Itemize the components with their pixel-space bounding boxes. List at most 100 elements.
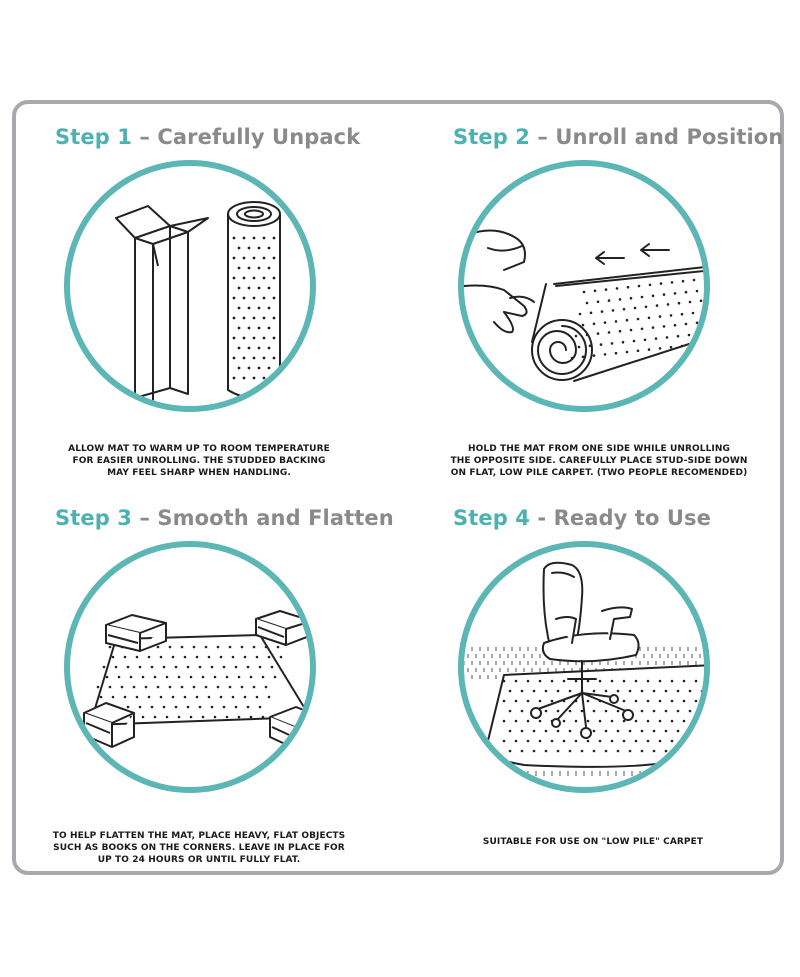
stud-dot bbox=[171, 695, 175, 699]
stud-dot bbox=[700, 709, 704, 713]
stud-dot bbox=[242, 256, 246, 260]
stud-dot bbox=[255, 655, 259, 659]
stud-dot bbox=[647, 316, 651, 320]
stud-dot bbox=[556, 749, 560, 753]
stud-dot bbox=[520, 709, 524, 713]
stud-dot bbox=[502, 699, 506, 703]
stud-dot bbox=[598, 679, 602, 683]
stud-dot bbox=[514, 699, 518, 703]
stud-dot bbox=[257, 346, 261, 350]
stud-dot bbox=[688, 749, 692, 753]
stud-dot bbox=[634, 739, 638, 743]
stud-dot bbox=[165, 675, 169, 679]
stud-dot bbox=[592, 689, 596, 693]
stud-dot bbox=[604, 288, 608, 291]
stud-dot bbox=[242, 296, 246, 300]
stud-dot bbox=[640, 729, 644, 733]
stud-dot bbox=[625, 350, 629, 354]
step-1-number: Step 1 bbox=[55, 125, 132, 149]
stud-dot bbox=[242, 376, 246, 380]
stud-dot bbox=[618, 298, 622, 301]
stud-dot bbox=[153, 675, 157, 679]
stud-dot bbox=[658, 739, 662, 743]
step-4-caption: SUITABLE FOR USE ON "LOW PILE" CARPET bbox=[433, 836, 753, 848]
stud-dot bbox=[257, 286, 261, 290]
stud-dot bbox=[264, 685, 268, 689]
stud-dot bbox=[586, 719, 590, 723]
stud-dot bbox=[676, 709, 680, 713]
stud-dot bbox=[153, 715, 157, 719]
stud-dot bbox=[610, 719, 614, 723]
stud-dot bbox=[616, 709, 620, 713]
stud-dot bbox=[682, 679, 686, 683]
stud-dot bbox=[247, 366, 251, 370]
stud-dot bbox=[700, 749, 704, 753]
stud-dot bbox=[578, 312, 582, 316]
stud-dot bbox=[232, 256, 236, 260]
stud-dot bbox=[237, 366, 241, 370]
stud-dot bbox=[207, 695, 211, 699]
stud-dot bbox=[222, 705, 226, 709]
stud-dot bbox=[272, 376, 276, 380]
stud-dot bbox=[162, 665, 166, 669]
stud-dot bbox=[532, 729, 536, 733]
stud-dot bbox=[662, 325, 666, 328]
stud-dot bbox=[664, 729, 668, 733]
caption-line: THE OPPOSITE SIDE. CAREFULLY PLACE STUD-… bbox=[450, 456, 748, 466]
stud-dot bbox=[247, 326, 251, 330]
stud-dot bbox=[242, 276, 246, 280]
stud-dot bbox=[652, 709, 656, 713]
stud-dot bbox=[614, 320, 618, 323]
stud-dot bbox=[270, 665, 274, 669]
stud-dot bbox=[272, 296, 276, 300]
books-on-mat-corners-icon bbox=[83, 610, 310, 752]
stud-dot bbox=[247, 346, 251, 350]
stud-dot bbox=[252, 316, 256, 320]
stud-dot bbox=[526, 719, 530, 723]
stud-dot bbox=[622, 719, 626, 723]
stud-dot bbox=[633, 306, 637, 310]
step-3-caption: TO HELP FLATTEN THE MAT, PLACE HEAVY, FL… bbox=[39, 830, 359, 866]
stud-dot bbox=[622, 679, 626, 683]
stud-dot bbox=[195, 695, 199, 699]
stud-dot bbox=[508, 749, 512, 753]
stud-dot bbox=[126, 665, 130, 669]
stud-dot bbox=[640, 295, 644, 299]
stud-dot bbox=[272, 316, 276, 320]
stud-dot bbox=[237, 715, 241, 719]
stud-dot bbox=[141, 675, 145, 679]
stud-dot bbox=[598, 739, 602, 743]
stud-dot bbox=[252, 645, 256, 649]
stud-dot bbox=[556, 689, 560, 693]
stud-dot bbox=[538, 719, 542, 723]
stud-dot bbox=[604, 749, 608, 753]
step-2-illustration bbox=[458, 160, 710, 412]
stud-dot bbox=[156, 685, 160, 689]
stud-dot bbox=[577, 345, 581, 349]
stud-dot bbox=[574, 719, 578, 723]
stud-dot bbox=[664, 749, 668, 753]
stud-dot bbox=[514, 679, 518, 683]
stud-dot bbox=[232, 296, 236, 300]
stud-dot bbox=[183, 695, 187, 699]
stud-dot bbox=[247, 286, 251, 290]
stud-dot bbox=[258, 705, 262, 709]
stud-dot bbox=[252, 296, 256, 300]
stud-dot bbox=[596, 300, 600, 304]
stud-dot bbox=[159, 695, 163, 699]
stud-dot bbox=[111, 695, 115, 699]
stud-dot bbox=[570, 356, 574, 360]
stud-dot bbox=[556, 729, 560, 733]
stud-dot bbox=[526, 699, 530, 703]
stud-dot bbox=[232, 236, 236, 240]
stud-dot bbox=[562, 679, 566, 683]
stud-dot bbox=[135, 695, 139, 699]
stud-dot bbox=[526, 679, 530, 683]
stud-dot bbox=[658, 679, 662, 683]
stud-dot bbox=[225, 675, 229, 679]
stud-dot bbox=[232, 276, 236, 280]
stud-dot bbox=[267, 346, 271, 350]
stud-dot bbox=[189, 715, 193, 719]
stud-dot bbox=[544, 749, 548, 753]
stud-dot bbox=[658, 347, 662, 350]
